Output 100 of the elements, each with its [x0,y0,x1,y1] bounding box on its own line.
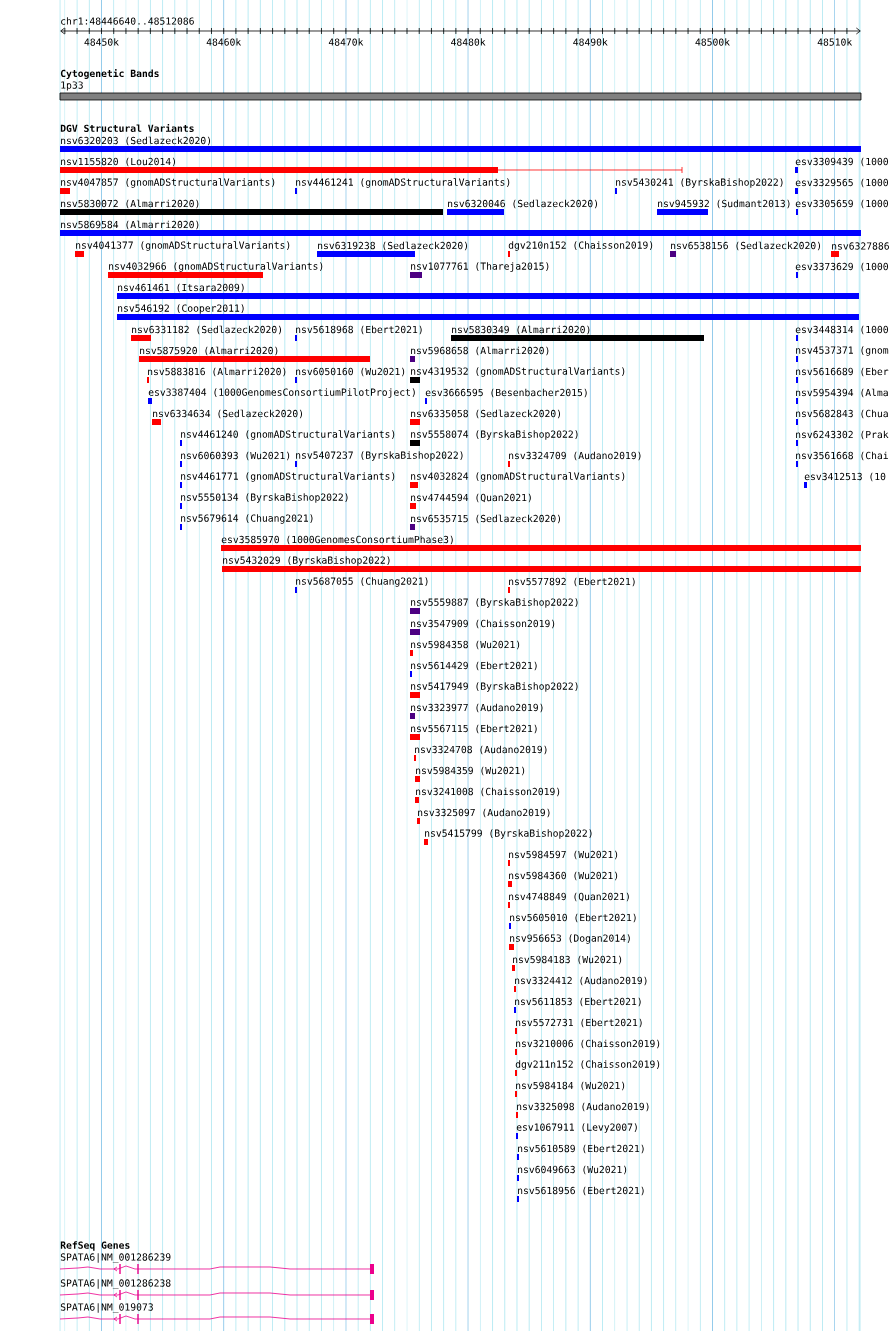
feature-label: nsv5682843 (Chua [796,409,888,419]
track-title: RefSeq Genes [60,1241,130,1251]
axis-label: 48450k [84,38,119,46]
feature-label: nsv956653 (Dogan2014) [510,934,630,944]
feature-label: esv3448314 (1000 [795,325,888,335]
feature-label: nsv5605010 (Ebert2021) [510,913,636,923]
track-title: Cytogenetic Bands [60,69,159,79]
feature-label: nsv3547909 (Chaisson2019) [411,619,555,629]
feature-label: esv3387404 (1000GenomesConsortiumPilotProject) [148,388,415,398]
feature-label: esv3305659 (1000 [795,199,888,209]
feature-label: nsv5415799 (ByrskaBishop2022) [425,829,592,839]
feature-label: nsv4537371 (gnom [796,346,889,356]
axis-label: 48470k [328,38,364,46]
feature-label: nsv3324709 (Audano2019) [509,451,641,461]
feature-label: nsv5577892 (Ebert2021) [509,577,635,587]
feature-label: nsv5679614 (Chuang2021) [181,514,313,524]
feature-label: nsv6050160 (Wu2021) [296,367,405,377]
feature-label: nsv6327886 [832,242,889,250]
feature-label: esv3373629 (1000 [795,262,888,272]
feature-label: nsv5550134 (ByrskaBishop2022) [181,493,348,503]
feature-label: nsv6320046 (Sedlazeck2020) [448,199,597,209]
feature-label: nsv3324708 (Audano2019) [415,745,547,755]
feature-label: nsv4461240 (gnomADStructuralVariants) [181,430,395,440]
feature-label: esv1067911 (Levy2007) [516,1123,637,1133]
feature-label: dgv211n152 (Chaisson2019) [515,1060,660,1070]
feature-label: nsv5984360 (Wu2021) [509,871,618,881]
feature-label: esv3309439 (1000 [795,157,888,167]
feature-label: nsv3210006 (Chaisson2019) [516,1039,660,1049]
feature-label: nsv5567115 (Ebert2021) [411,724,537,734]
feature-label: nsv4047857 (gnomADStructuralVariants) [61,178,275,188]
feature-label: nsv3241008 (Chaisson2019) [416,787,560,797]
feature-label: nsv4461771 (gnomADStructuralVariants) [181,472,395,482]
feature-label: esv3585970 (1000GenomesConsortiumPhase3) [221,535,453,545]
feature-label: nsv6320203 (Sedlazeck2020) [61,136,210,146]
axis-label: 48490k [573,38,608,46]
feature-label: nsv461461 (Itsara2009) [118,283,244,293]
feature-label: nsv6060393 (Wu2021) [181,451,290,461]
feature-label: nsv4041377 (gnomADStructuralVariants) [76,241,290,251]
axis-label: 48500k [695,38,730,46]
feature-label: nsv6049663 (Wu2021) [518,1165,627,1175]
feature-label: nsv5687055 (Chuang2021) [296,577,428,587]
feature-label: nsv945932 (Sudmant2013) [658,199,790,209]
feature-label: nsv5875920 (Almarri2020) [140,346,278,356]
feature-label: nsv4032966 (gnomADStructuralVariants) [109,262,323,272]
feature-label: nsv5430241 (ByrskaBishop2022) [616,178,783,188]
feature-label: nsv4319532 (gnomADStructuralVariants) [411,367,625,377]
feature-label: nsv6319238 (Sedlazeck2020) [318,241,467,251]
feature-label: nsv5572731 (Ebert2021) [516,1018,642,1028]
feature-label: nsv1155820 (Lou2014) [61,157,175,167]
feature-label: nsv5883816 (Almarri2020) [148,367,286,377]
feature-label: nsv4461241 (gnomADStructuralVariants) [296,178,510,188]
feature-label: nsv5611853 (Ebert2021) [515,997,641,1007]
feature-label: esv3666595 (Besenbacher2015) [425,388,587,398]
feature-label: nsv5618956 (Ebert2021) [518,1186,644,1196]
feature-label: nsv3323977 (Audano2019) [411,703,543,713]
track-title: DGV Structural Variants [60,124,194,132]
feature-label: nsv1077761 (Thareja2015) [411,262,549,272]
feature-label: esv3412513 (10 [804,472,886,482]
feature-label: nsv5830072 (Almarri2020) [61,199,199,209]
feature-label: nsv3324412 (Audano2019) [515,976,647,986]
feature-label: nsv5984183 (Wu2021) [513,955,622,965]
feature-label: SPATA6|NM_001286238 [60,1279,171,1289]
feature-label: nsv5616689 (Eber [796,367,889,377]
feature-label: nsv5432029 (ByrskaBishop2022) [223,556,390,566]
feature-label: nsv546192 (Cooper2011) [118,304,244,314]
axis-label: 48510k [817,38,853,46]
feature-label: nsv5984359 (Wu2021) [416,766,525,776]
feature-label: nsv5984184 (Wu2021) [516,1081,625,1091]
coordinate-label: chr1:48446640..48512086 [61,17,194,25]
feature-label: nsv5559887 (ByrskaBishop2022) [411,598,578,608]
feature-label: nsv6243302 (Prak [796,430,889,440]
feature-label: nsv3325098 (Audano2019) [517,1102,649,1112]
axis-label: 48480k [451,38,486,46]
axis-label: 48460k [206,38,242,46]
feature-label: nsv6335058 (Sedlazeck2020) [411,409,560,419]
feature-label: nsv5984597 (Wu2021) [509,850,618,860]
feature-label: nsv3561668 (Chai [796,451,888,461]
feature-label: nsv5984358 (Wu2021) [411,640,520,650]
feature-label: nsv5558074 (ByrskaBishop2022) [411,430,578,440]
feature-label: nsv5618968 (Ebert2021) [296,325,422,335]
feature-label: nsv3325097 (Audano2019) [418,808,550,818]
feature-label: nsv6331182 (Sedlazeck2020) [132,325,281,335]
feature-label: nsv5968658 (Almarri2020) [411,346,549,356]
band-label: 1p33 [61,81,83,91]
feature-label: esv3329565 (1000 [795,178,888,188]
feature-label: nsv5869584 (Almarri2020) [61,220,199,230]
feature-label: nsv5614429 (Ebert2021) [411,661,537,671]
feature-label: nsv5954394 (Alma [796,388,888,398]
feature-label: nsv5417949 (ByrskaBishop2022) [411,682,578,692]
feature-label: nsv4748849 (Quan2021) [509,892,629,902]
feature-label: nsv4032824 (gnomADStructuralVariants) [411,472,625,482]
feature-label: nsv5830349 (Almarri2020) [452,325,590,335]
feature-label: dgv210n152 (Chaisson2019) [508,241,653,251]
feature-label: nsv5407237 (ByrskaBishop2022) [296,451,463,461]
feature-label: SPATA6|NM_019073 [60,1303,153,1313]
feature-label: nsv4744594 (Quan2021) [411,493,531,503]
feature-label: nsv5610589 (Ebert2021) [518,1144,644,1154]
feature-label: nsv6538156 (Sedlazeck2020) [671,241,820,251]
feature-label: nsv6535715 (Sedlazeck2020) [411,514,560,524]
feature-label: nsv6334634 (Sedlazeck2020) [153,409,302,419]
